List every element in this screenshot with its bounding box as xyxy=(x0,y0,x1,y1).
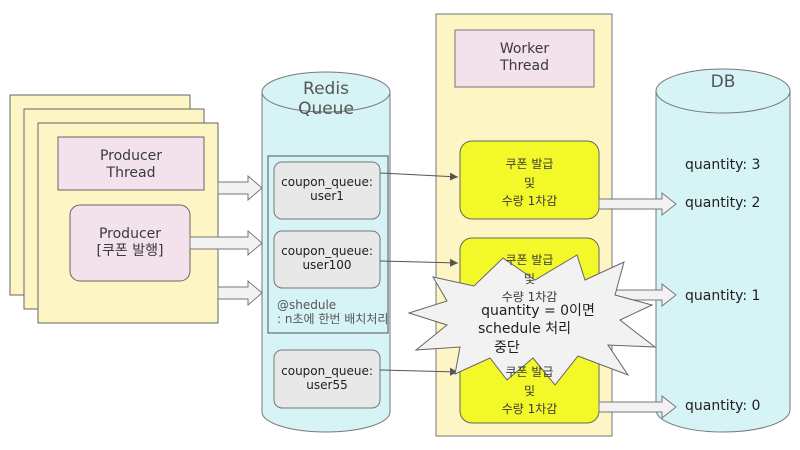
burst-line-3: 중단 xyxy=(494,340,520,356)
db-quantity-3: quantity: 3 xyxy=(685,157,761,173)
db-arrow-1 xyxy=(598,191,677,217)
worker-task-1-line-3: 수량 1차감 xyxy=(501,194,558,209)
burst-shape xyxy=(407,254,657,386)
producer-stack xyxy=(9,94,219,324)
worker-thread-line-1: Worker xyxy=(499,41,550,57)
worker-task-1-line-2: 및 xyxy=(523,175,536,190)
queue-item-user100 xyxy=(273,230,381,289)
producer-thread-label: Producer Thread xyxy=(58,148,204,182)
burst-text-3: 중단 xyxy=(494,339,554,357)
queue-item-user100-label: coupon_queue: user100 xyxy=(274,244,380,273)
worker-task-3-line-2: 및 xyxy=(523,383,536,398)
burst-text-2: schedule 처리 xyxy=(478,320,618,338)
producer-thread-line-2: Thread xyxy=(106,164,156,181)
db-arrow-3 xyxy=(598,394,677,420)
queue-item-user100-line-1: coupon_queue: xyxy=(281,244,373,258)
queue-arrow-2 xyxy=(379,258,459,267)
producer-thread-box xyxy=(57,136,205,191)
queue-item-user1 xyxy=(273,161,381,220)
db-arrows xyxy=(598,191,677,420)
queue-item-user55 xyxy=(273,349,381,409)
worker-task-2-line-3: 수량 1차감 xyxy=(501,290,558,305)
producer-arrows xyxy=(189,174,263,307)
queue-item-user1-label: coupon_queue: user1 xyxy=(274,175,380,204)
producer-arrow-2 xyxy=(189,229,263,257)
queue-arrow-1 xyxy=(379,172,459,181)
schedule-note-line-1: @shedule xyxy=(277,298,337,312)
db-quantity-1: quantity: 1 xyxy=(685,288,761,304)
schedule-note: @shedule : n초에 한번 배치처리 xyxy=(277,298,417,327)
worker-task-2-line-2: 및 xyxy=(523,271,536,286)
db-title: DB xyxy=(710,72,736,92)
worker-task-2-line-1: 쿠폰 발급 xyxy=(505,253,554,267)
worker-thread-line-2: Thread xyxy=(500,57,549,74)
worker-thread-box xyxy=(454,29,595,88)
producer-label-line-2: [쿠폰 발행] xyxy=(96,242,164,259)
worker-task-1 xyxy=(459,140,600,220)
burst-line-1: quantity = 0이면 xyxy=(481,303,595,319)
worker-task-3-label: 쿠폰 발급 및 수량 1차감 xyxy=(460,363,599,419)
worker-task-1-label: 쿠폰 발급 및 수량 1차감 xyxy=(460,155,599,211)
worker-task-1-line-1: 쿠폰 발급 xyxy=(505,157,554,171)
queue-item-user1-line-2: user1 xyxy=(310,189,344,204)
worker-thread-label: Worker Thread xyxy=(455,41,594,75)
batch-group-border xyxy=(267,155,389,334)
worker-task-2-label: 쿠폰 발급 및 수량 1차감 xyxy=(460,251,599,307)
worker-task-3-line-3: 수량 1차감 xyxy=(501,402,558,417)
producer-arrow-1 xyxy=(217,174,263,202)
queue-item-user55-label: coupon_queue: user55 xyxy=(274,364,380,393)
queue-item-user100-line-2: user100 xyxy=(302,258,352,273)
queue-arrows xyxy=(379,172,459,376)
queue-item-user1-line-1: coupon_queue: xyxy=(281,175,373,189)
burst-line-2: schedule 처리 xyxy=(478,321,571,337)
db-quantity-0: quantity: 0 xyxy=(685,398,761,414)
db-quantity-2: quantity: 2 xyxy=(685,195,761,211)
producer-thread-line-1: Producer xyxy=(99,148,163,164)
redis-title: Redis Queue xyxy=(262,79,390,120)
burst-text: quantity = 0이면 xyxy=(468,302,608,320)
worker-task-3-line-1: 쿠폰 발급 xyxy=(505,365,554,379)
redis-title-line-2: Queue xyxy=(298,99,354,120)
schedule-note-line-2: : n초에 한번 배치처리 xyxy=(277,312,389,327)
producer-label: Producer [쿠폰 발행] xyxy=(70,226,190,260)
redis-title-line-1: Redis xyxy=(303,79,349,99)
producer-label-line-1: Producer xyxy=(98,226,162,242)
producer-arrow-3 xyxy=(217,279,263,307)
queue-arrow-3 xyxy=(379,367,459,376)
queue-item-user55-line-2: user55 xyxy=(306,378,348,393)
queue-item-user55-line-1: coupon_queue: xyxy=(281,364,373,378)
db-cylinder xyxy=(655,68,791,433)
redis-cylinder xyxy=(261,71,391,433)
